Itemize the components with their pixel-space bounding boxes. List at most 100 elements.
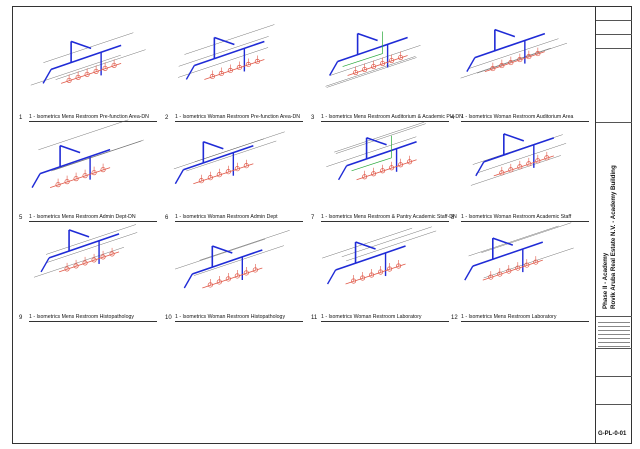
- guide-line: [322, 227, 413, 259]
- sheet-title-box: [596, 349, 632, 377]
- sheet-number-box: G-PL-0-01: [596, 405, 632, 443]
- title-block: Phase II - Academy Rovik Aruba Real Esta…: [595, 7, 632, 443]
- guide-line: [468, 38, 559, 69]
- supply-pipe: [483, 137, 555, 163]
- supply-pipe: [192, 249, 263, 275]
- view-number: 6: [165, 215, 169, 221]
- isometric-drawing: [31, 119, 144, 189]
- guide-line: [468, 225, 559, 257]
- supply-pipe: [183, 273, 193, 289]
- isometric-drawing: [174, 230, 290, 289]
- guide-line: [199, 230, 290, 261]
- project-name-box: Phase II - Academy Rovik Aruba Real Esta…: [596, 123, 632, 317]
- guide-line: [481, 222, 572, 253]
- notes-box: [596, 49, 632, 123]
- guide-line: [178, 36, 269, 67]
- supply-pipe: [337, 36, 408, 63]
- supply-pipe: [494, 28, 516, 38]
- guide-line: [186, 140, 277, 172]
- isometric-drawing: [178, 24, 275, 80]
- supply-pipe: [194, 40, 265, 67]
- sheet-number: G-PL-0-01: [598, 431, 627, 437]
- view-caption: 1 - Isometrics Mens Restroom & Pantry Ac…: [321, 214, 457, 222]
- supply-pipe: [472, 241, 544, 267]
- drawing-area: 1 1 - Isometrics Mens Restroom Pre-functi…: [13, 7, 593, 443]
- guide-line: [326, 57, 417, 88]
- guide-line: [330, 45, 421, 76]
- view-caption: 1 - Isometrics Woman Restroom Admin Dept: [175, 214, 303, 222]
- view-number: 12: [451, 315, 458, 321]
- supply-pipe: [183, 144, 254, 171]
- supply-pipe: [70, 40, 92, 50]
- view-caption: 1 - Isometrics Woman Restroom Laboratory: [321, 314, 449, 322]
- guide-line: [193, 245, 284, 276]
- supply-pipe: [466, 57, 476, 72]
- vent-pipe: [342, 53, 383, 67]
- view-number: 7: [311, 215, 315, 221]
- supply-pipe: [346, 141, 417, 167]
- isometric-view-3: 3 1 - Isometrics Mens Restroom Auditorium…: [309, 19, 463, 125]
- supply-pipe: [42, 69, 52, 84]
- view-caption: 1 - Isometrics Woman Restroom Histopatho…: [175, 314, 303, 322]
- supply-pipe: [464, 265, 474, 281]
- supply-pipe: [214, 36, 235, 46]
- guide-line: [334, 121, 425, 153]
- revision-box-3: [596, 35, 632, 49]
- view-number: 2: [165, 115, 169, 121]
- view-caption: 1 - Isometrics Mens Restroom Auditorium …: [321, 114, 463, 122]
- view-caption: 1 - Isometrics Woman Restroom Academic S…: [461, 214, 589, 222]
- view-caption: 1 - Isometrics Mens Restroom Histopathol…: [29, 314, 157, 322]
- project-info-grid: [598, 319, 630, 347]
- guide-line: [45, 224, 137, 255]
- isometric-drawing: [325, 31, 421, 88]
- view-number: 11: [311, 315, 318, 321]
- isometric-drawing: [33, 224, 138, 278]
- supply-pipe: [337, 165, 348, 181]
- view-number: 5: [19, 215, 23, 221]
- project-phase: Phase II - Academy: [602, 252, 609, 309]
- guide-line: [341, 226, 432, 257]
- guide-line: [38, 119, 129, 151]
- view-number: 8: [451, 215, 455, 221]
- supply-pipe: [328, 61, 339, 76]
- guide-line: [178, 47, 269, 78]
- view-number: 10: [165, 315, 172, 321]
- guide-line: [173, 138, 264, 170]
- guide-line: [470, 155, 561, 186]
- isometric-drawing: [470, 133, 567, 186]
- isometric-drawing: [460, 28, 568, 79]
- supply-pipe: [355, 241, 376, 250]
- supply-pipe: [203, 140, 224, 150]
- view-number: 4: [451, 115, 455, 121]
- guide-line: [47, 232, 138, 263]
- guide-line: [184, 24, 275, 55]
- isometric-drawing: [464, 222, 574, 281]
- isometric-view-6: 6 1 - Isometrics Woman Restroom Admin Dep…: [163, 119, 305, 225]
- guide-line: [325, 56, 416, 87]
- supply-pipe: [366, 137, 387, 146]
- view-caption: 1 - Isometrics Mens Restroom Laboratory: [461, 314, 589, 322]
- view-number: 1: [19, 115, 23, 121]
- supply-pipe: [174, 169, 184, 185]
- supply-pipe: [59, 144, 81, 154]
- supply-pipe: [31, 173, 41, 189]
- isometric-drawing: [326, 121, 426, 181]
- view-number: 3: [311, 115, 315, 121]
- isometric-drawing: [30, 32, 146, 86]
- supply-pipe: [68, 229, 90, 238]
- supply-pipe: [492, 237, 514, 246]
- drawing-sheet: 1 1 - Isometrics Mens Restroom Pre-functi…: [12, 6, 632, 444]
- view-caption: 1 - Isometrics Mens Restroom Pre-functio…: [29, 114, 157, 122]
- supply-pipe: [357, 32, 378, 42]
- supply-pipe: [503, 133, 525, 142]
- supply-pipe: [326, 269, 337, 285]
- isometric-view-8: 8 1 - Isometrics Woman Restroom Academic …: [449, 119, 591, 225]
- isometric-drawing: [322, 226, 437, 285]
- guide-line: [335, 123, 426, 154]
